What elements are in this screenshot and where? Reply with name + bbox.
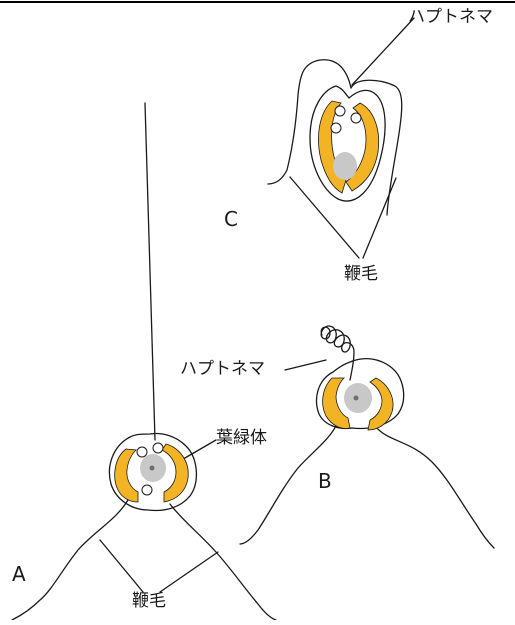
vesicle-a-1 xyxy=(137,447,147,457)
nucleolus-a xyxy=(150,466,155,471)
vesicle-c-3 xyxy=(331,123,341,133)
cell-b-letter: B xyxy=(318,471,332,491)
flagella-label-c: 鞭毛 xyxy=(344,266,378,283)
haptonema-label-a: ハプトネマ xyxy=(180,361,265,378)
cell-a-letter: A xyxy=(12,564,26,584)
haptonema-c-leader xyxy=(352,18,414,85)
chloroplast-a-right xyxy=(162,444,188,502)
haptonema-label-c: ハプトネマ xyxy=(408,9,493,26)
flagellum-a-left xyxy=(12,500,128,620)
flagella-c-leader-right xyxy=(363,178,396,258)
nucleolus-b xyxy=(354,396,359,401)
flagellum-a-right xyxy=(170,504,276,620)
haptonema-a-line xyxy=(145,103,155,440)
chloroplast-label: 葉緑体 xyxy=(216,430,267,447)
flagella-a-leader-right xyxy=(160,552,218,592)
flagella-label-a: 鞭毛 xyxy=(132,593,166,610)
chloroplast-a-left xyxy=(115,449,138,502)
cell-c-organelles xyxy=(318,101,378,193)
cell-a-organelles xyxy=(115,443,189,502)
vesicle-a-3 xyxy=(142,485,152,495)
haptonema-a-leader xyxy=(285,360,326,370)
vesicle-c-1 xyxy=(335,106,345,116)
cell-b xyxy=(240,326,494,548)
cell-c xyxy=(268,18,414,258)
vesicle-a-2 xyxy=(153,443,163,453)
vesicle-c-2 xyxy=(351,113,361,123)
flagella-c-leader-left xyxy=(290,177,359,258)
haptonema-b-coil xyxy=(321,326,354,380)
flagella-a-leader-left xyxy=(100,540,143,592)
cell-b-organelles xyxy=(323,378,393,430)
chloroplast-b-right xyxy=(368,378,393,430)
nucleus-c xyxy=(333,152,357,180)
cell-c-letter: C xyxy=(224,209,238,229)
flagellum-b-right xyxy=(375,426,494,548)
